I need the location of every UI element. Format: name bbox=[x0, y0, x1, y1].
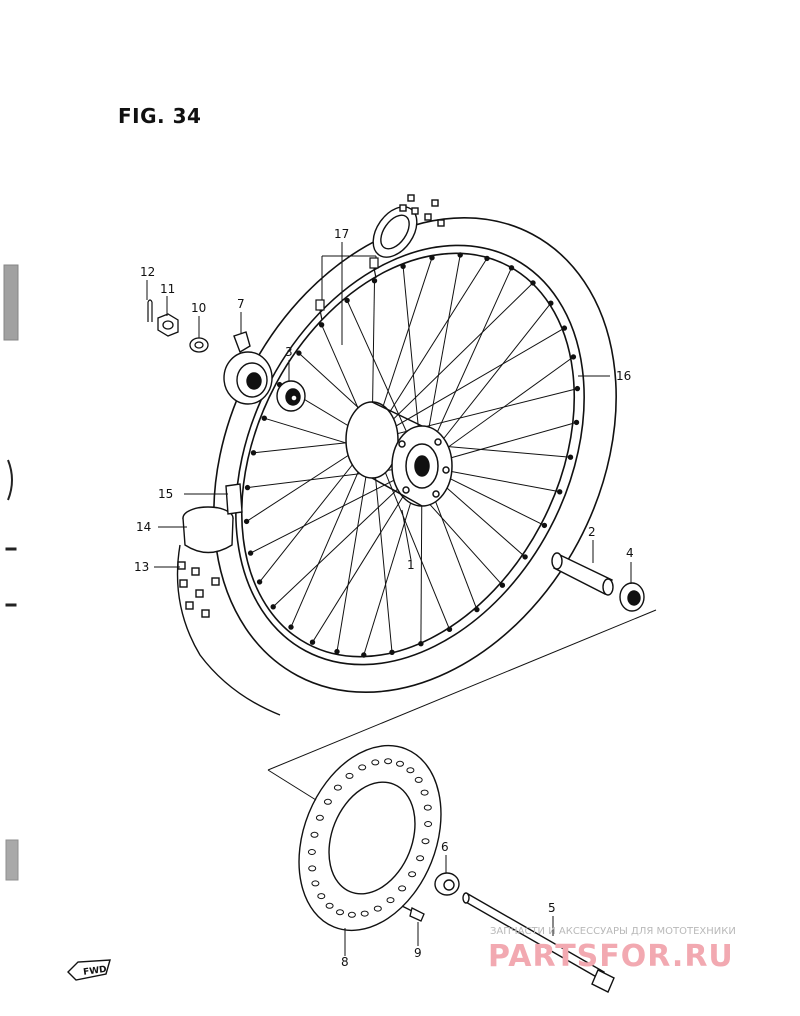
callout-5: 5 bbox=[548, 901, 556, 915]
callout-15: 15 bbox=[158, 487, 173, 501]
callout-10: 10 bbox=[191, 301, 206, 315]
alignment-lines bbox=[267, 609, 657, 801]
callout-13: 13 bbox=[134, 560, 149, 574]
callout-16: 16 bbox=[616, 369, 631, 383]
cotter-pin bbox=[147, 299, 153, 322]
callout-11: 11 bbox=[160, 282, 175, 296]
axle-nut bbox=[157, 313, 179, 337]
rim-strip bbox=[225, 483, 243, 515]
bearing-left bbox=[276, 380, 306, 412]
brake-disc bbox=[298, 744, 442, 932]
callout-1: 1 bbox=[407, 558, 415, 572]
fwd-label: FWD bbox=[83, 965, 108, 978]
callout-7: 7 bbox=[237, 297, 245, 311]
tire-section-left bbox=[176, 544, 281, 716]
front-axle bbox=[462, 892, 615, 993]
fwd-direction-marker: FWD bbox=[67, 959, 111, 981]
callout-8: 8 bbox=[341, 955, 349, 969]
brake-disc-holes bbox=[307, 758, 433, 918]
callout-labels: 1 2 3 4 5 6 7 8 9 10 11 12 13 14 15 16 1… bbox=[134, 227, 634, 969]
callout-6: 6 bbox=[441, 840, 449, 854]
spacer bbox=[551, 552, 614, 596]
hub bbox=[345, 401, 453, 507]
leader-lines bbox=[146, 242, 632, 956]
watermark-brand: PARTSFOR.RU bbox=[488, 939, 734, 974]
callout-14: 14 bbox=[136, 520, 151, 534]
washer bbox=[189, 337, 209, 353]
callout-9: 9 bbox=[414, 946, 422, 960]
binding-margin-marks bbox=[3, 264, 19, 881]
callout-2: 2 bbox=[588, 525, 596, 539]
callout-4: 4 bbox=[626, 546, 634, 560]
watermark-tagline: ЗАПЧАСТИ И АКСЕССУАРЫ ДЛЯ МОТОТЕХНИКИ bbox=[490, 926, 736, 937]
disc-bolt bbox=[401, 905, 425, 922]
speedometer-gearbox bbox=[223, 331, 273, 405]
tire-section-top bbox=[372, 194, 445, 258]
axle-collar bbox=[434, 872, 460, 896]
spoke-nipples bbox=[315, 257, 379, 321]
callout-17: 17 bbox=[334, 227, 349, 241]
callout-3: 3 bbox=[285, 345, 293, 359]
watermark: ЗАПЧАСТИ И АКСЕССУАРЫ ДЛЯ МОТОТЕХНИКИ PA… bbox=[488, 926, 736, 974]
figure-title: FIG. 34 bbox=[118, 104, 202, 128]
callout-12: 12 bbox=[140, 265, 155, 279]
bearing-right bbox=[619, 582, 645, 612]
rim-tape-roll bbox=[182, 506, 234, 554]
